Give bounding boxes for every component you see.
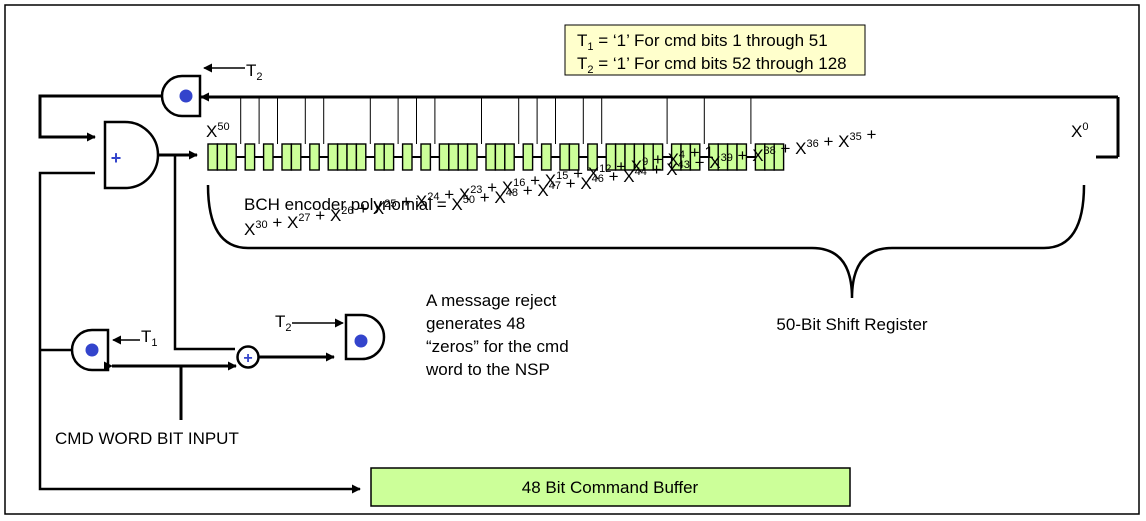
register-cell — [290, 143, 302, 171]
reject-and-gate — [344, 313, 386, 361]
polynomial-line-1: BCH encoder polynomial = X50 + X48 + X47… — [244, 125, 876, 214]
xor-plus-icon: + — [111, 148, 122, 168]
register-cell — [773, 143, 785, 171]
register-brace — [206, 184, 1086, 299]
gate-dot-icon — [85, 343, 99, 357]
register-cell — [355, 143, 367, 171]
timing-note-box — [564, 24, 866, 76]
reject-note-line-2: generates 48 — [426, 314, 525, 333]
gate-dot-icon — [179, 89, 193, 103]
register-cell — [438, 143, 450, 171]
t1-control-label: T1 — [141, 327, 158, 349]
register-lsb-label: X0 — [1071, 121, 1088, 141]
reject-note: A message reject generates 48 “zeros” fo… — [425, 291, 569, 379]
register-cell — [401, 143, 413, 171]
register-cell — [374, 143, 385, 171]
reject-note-line-3: “zeros” for the cmd — [426, 337, 569, 356]
polynomial-line-2: X30 + X27 + X26 + X25 + X24 + X23 + X16 … — [244, 143, 714, 239]
input-and-gate — [70, 328, 110, 372]
command-buffer: 48 Bit Command Buffer — [370, 467, 851, 507]
xor-plus-icon: + — [243, 350, 252, 367]
buffer-feed-wire — [38, 171, 361, 494]
command-buffer-label: 48 Bit Command Buffer — [522, 478, 699, 497]
register-cell — [457, 143, 469, 171]
register-cell — [466, 143, 478, 171]
feedback-and-gate — [160, 74, 202, 118]
register-cell — [262, 143, 274, 171]
timing-note-line-2: T2 = ‘1’ For cmd bits 52 through 128 — [577, 54, 847, 76]
reject-t2-control-label: T2 — [275, 312, 292, 334]
command-buffer-box — [370, 467, 851, 507]
register-cell — [383, 143, 395, 171]
reject-xor-gate: + — [236, 345, 260, 369]
xor-to-reject-wire — [173, 155, 235, 351]
register-cell — [540, 143, 552, 171]
register-cell — [281, 143, 293, 171]
t2-control-label: T2 — [246, 61, 263, 83]
timing-note: T1 = ‘1’ For cmd bits 1 through 51 T2 = … — [564, 24, 866, 76]
register-cell — [207, 143, 219, 171]
register-name-label: 50-Bit Shift Register — [776, 315, 928, 334]
timing-note-line-1: T1 = ‘1’ For cmd bits 1 through 51 — [577, 31, 828, 53]
register-cell — [216, 143, 228, 171]
register-cell — [522, 143, 534, 171]
register-cell — [504, 143, 515, 171]
cmd-word-input-label: CMD WORD BIT INPUT — [55, 429, 239, 448]
gate-dot-icon — [354, 334, 368, 348]
feedback-to-xor-wire — [38, 94, 162, 142]
register-cell — [494, 143, 506, 171]
xor-gate: + — [103, 120, 160, 190]
register-cell — [244, 143, 256, 171]
shift-register — [207, 143, 785, 171]
register-cell — [336, 143, 348, 171]
register-cell — [485, 143, 497, 171]
feedback-taps — [240, 97, 752, 144]
register-cell — [346, 143, 358, 171]
reject-note-line-1: A message reject — [426, 291, 557, 310]
diagram-frame — [4, 4, 1140, 515]
reject-note-line-4: word to the NSP — [425, 360, 550, 379]
register-msb-label: X50 — [206, 121, 230, 141]
register-cell — [448, 143, 459, 171]
register-cell — [327, 143, 339, 171]
register-cell — [309, 143, 320, 171]
register-cell — [420, 143, 432, 171]
register-cell — [226, 143, 237, 171]
